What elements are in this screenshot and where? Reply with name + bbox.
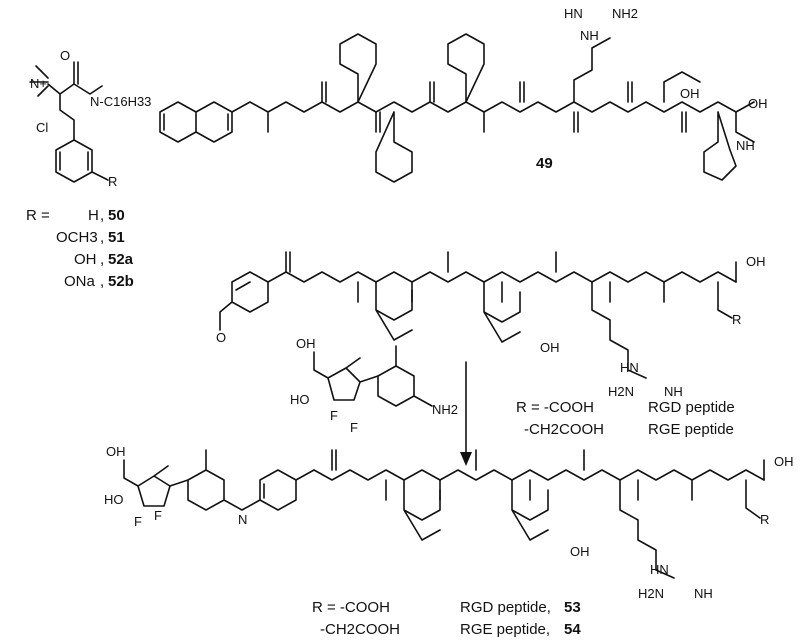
- ammonium-n-label: N+: [30, 76, 47, 91]
- c53-id-label: 53: [564, 599, 581, 616]
- svg-text:,: ,: [100, 273, 104, 290]
- prod-acid-oh-label: OH: [774, 454, 794, 469]
- compound-50-52-legend: R = H , 50 OCH3 , 51 OH , 52a ONa , 52b: [26, 207, 134, 290]
- id-52b: 52b: [108, 273, 134, 290]
- sub-50: H: [88, 207, 99, 224]
- svg-text:,: ,: [100, 251, 104, 268]
- mid-guanidine-hn-label: HN: [620, 360, 639, 375]
- mid-guanidine-h2n-label: H2N: [608, 384, 634, 399]
- c49-terminal-oh-label: OH: [748, 96, 768, 111]
- r-equals-label: R =: [26, 207, 50, 224]
- mid-aldehyde-o-label: O: [216, 330, 226, 345]
- gem-ho-label: HO: [290, 392, 310, 407]
- svg-text:,: ,: [100, 229, 104, 246]
- id-50: 50: [108, 207, 125, 224]
- bottom-legend: R = -COOH RGD peptide, 53 -CH2COOH RGE p…: [312, 599, 581, 638]
- sub-52a: OH: [74, 251, 97, 268]
- mid-r-label: R: [732, 312, 741, 327]
- gem-f1-label: F: [330, 408, 338, 423]
- c49-acid-oh-label: OH: [680, 86, 700, 101]
- carbonyl-o-label: O: [60, 48, 70, 63]
- gem-nh2-label: NH2: [432, 402, 458, 417]
- c49-guanidine-hn-label: HN: [564, 6, 583, 21]
- mid-tyrosine-oh-label: OH: [540, 340, 560, 355]
- prod-guanidine-hn-label: HN: [650, 562, 669, 577]
- prod-imine-n-label: N: [238, 512, 247, 527]
- chloride-label: Cl: [36, 120, 48, 135]
- c49-id-label: 49: [536, 155, 553, 172]
- c49-guanidine-nh2-label: NH2: [612, 6, 638, 21]
- prod-oh-label: OH: [106, 444, 126, 459]
- mid-acid-oh-label: OH: [746, 254, 766, 269]
- c53-r-label: R = -COOH: [312, 599, 390, 616]
- reaction-arrow: [460, 361, 472, 466]
- c54-r-label: -CH2COOH: [320, 621, 400, 638]
- middle-peptide-structure: O OH HN H2N NH OH R: [216, 251, 766, 399]
- amide-c16-label: N-C16H33: [90, 94, 151, 109]
- sub-51: OCH3: [56, 229, 98, 246]
- mid-p1-label: RGD peptide: [648, 399, 735, 416]
- gemcitabine-structure: OH HO F F NH2: [290, 336, 458, 435]
- mid-guanidine-nh-label: NH: [664, 384, 683, 399]
- id-51: 51: [108, 229, 125, 246]
- id-52a: 52a: [108, 251, 134, 268]
- c49-guanidine-nh-label: NH: [580, 28, 599, 43]
- mid-r1-label: R = -COOH: [516, 399, 594, 416]
- prod-ho-label: HO: [104, 492, 124, 507]
- c49-pyrrole-nh-label: NH: [736, 138, 755, 153]
- prod-guanidine-nh-label: NH: [694, 586, 713, 601]
- compound-50-52-structure: O N+ N-C16H33 Cl R: [29, 48, 151, 189]
- sub-52b: ONa: [64, 273, 96, 290]
- c54-peptide-label: RGE peptide,: [460, 621, 550, 638]
- mid-r2-label: -CH2COOH: [524, 421, 604, 438]
- prod-r-label: R: [760, 512, 769, 527]
- product-53-54-structure: OH HO F F N OH HN H2N NH OH R: [104, 444, 794, 601]
- gem-f2-label: F: [350, 420, 358, 435]
- prod-f2-label: F: [154, 508, 162, 523]
- c54-id-label: 54: [564, 621, 581, 638]
- prod-guanidine-h2n-label: H2N: [638, 586, 664, 601]
- prod-f1-label: F: [134, 514, 142, 529]
- c53-peptide-label: RGD peptide,: [460, 599, 551, 616]
- prod-tyrosine-oh-label: OH: [570, 544, 590, 559]
- svg-text:,: ,: [100, 207, 104, 224]
- compound-49-structure: OH OH HN NH2 NH NH 49: [159, 6, 768, 183]
- mid-p2-label: RGE peptide: [648, 421, 734, 438]
- gem-oh-label: OH: [296, 336, 316, 351]
- middle-legend: R = -COOH -CH2COOH RGD peptide RGE pepti…: [516, 399, 735, 438]
- r-group-label: R: [108, 174, 117, 189]
